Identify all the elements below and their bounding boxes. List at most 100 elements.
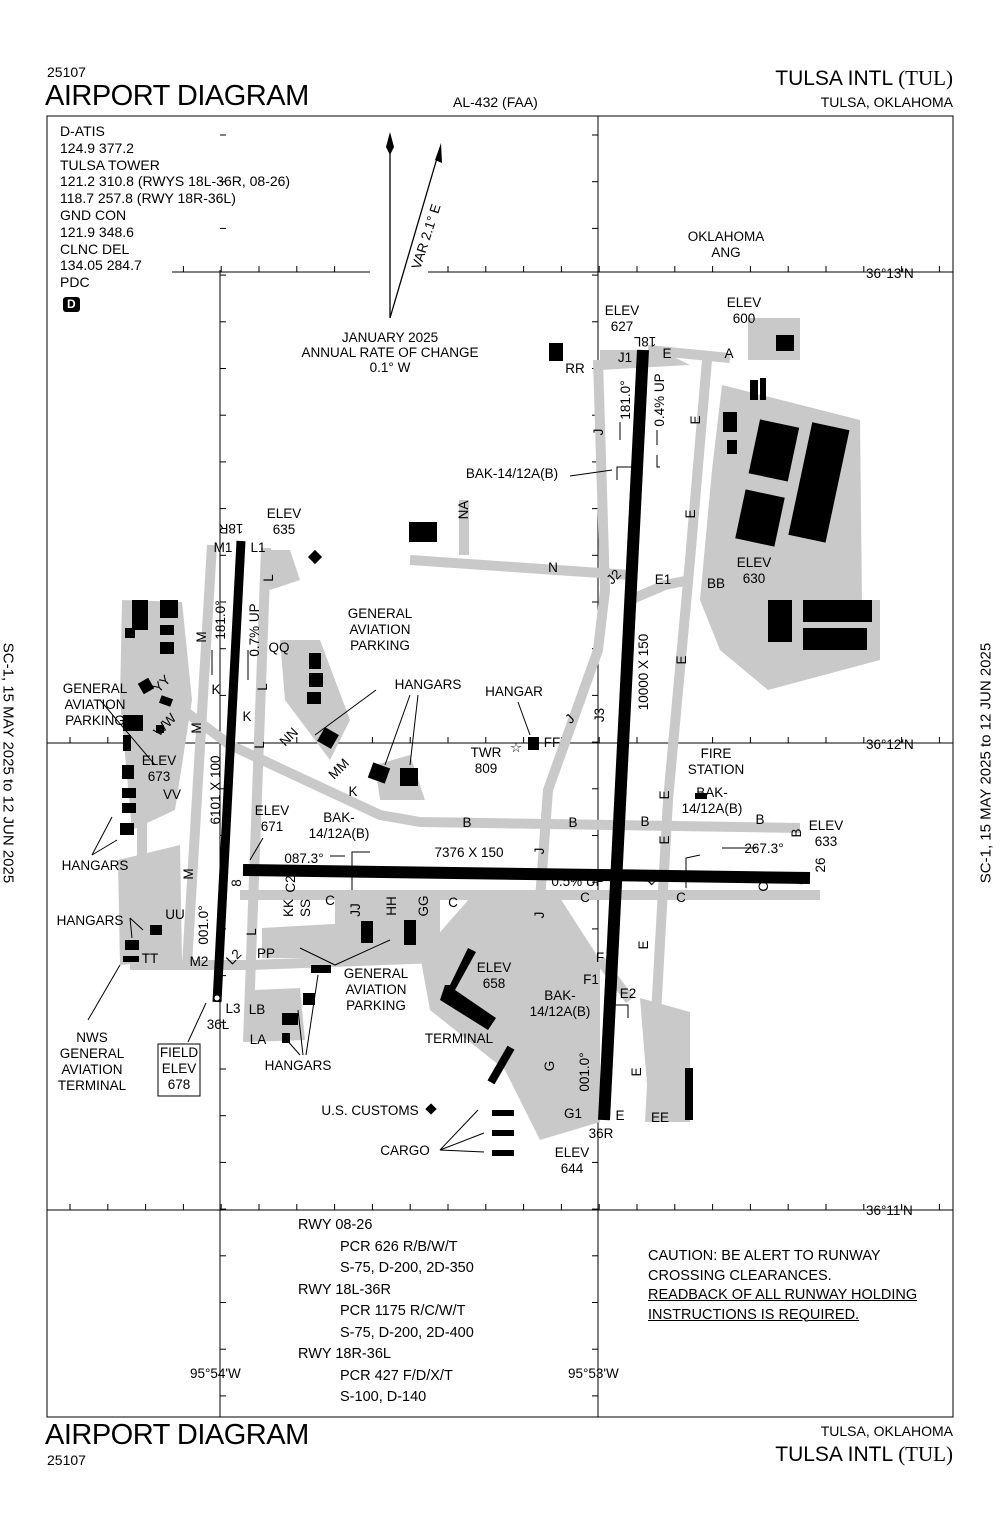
- grid-lines: [46, 115, 954, 1418]
- runway-end-light: [214, 995, 220, 1001]
- building: [123, 735, 131, 751]
- customs-building: [425, 1103, 437, 1115]
- pdc-badge-text: D: [63, 297, 80, 312]
- diagram-label: N: [548, 560, 558, 575]
- frequency-line: 124.9 377.2: [60, 139, 134, 156]
- diagram-label: PP: [257, 946, 275, 961]
- diagram-label: E2: [620, 986, 637, 1001]
- building: [685, 1068, 693, 1120]
- diagram-label: HANGARS: [265, 1058, 332, 1073]
- leader: [284, 1037, 301, 1056]
- building: [160, 625, 174, 635]
- runway-data-line: S-75, D-200, 2D-400: [340, 1324, 474, 1341]
- diagram-label: 18R: [218, 521, 243, 536]
- diagram-label: C: [448, 895, 458, 910]
- airport-id: (TUL): [898, 66, 953, 90]
- diagram-label: L: [244, 928, 259, 936]
- diagram-label: K: [242, 709, 251, 724]
- lat-label: 36°11'N: [866, 1203, 913, 1218]
- chart-number-footer: 25107: [47, 1452, 86, 1468]
- diagram-label: E: [657, 790, 672, 799]
- runway-data-line: S-100, D-140: [340, 1389, 427, 1405]
- building: [160, 600, 178, 618]
- diagram-label: C: [325, 893, 335, 908]
- building: [125, 940, 139, 950]
- diagram-label: CARGO: [380, 1143, 430, 1158]
- procedure-id: AL-432 (FAA): [453, 94, 538, 110]
- mag-rate-label: ANNUAL RATE OF CHANGE: [301, 345, 478, 360]
- building: [727, 440, 737, 454]
- building: [776, 335, 794, 351]
- building: [132, 600, 148, 630]
- diagram-label: E: [674, 655, 689, 664]
- diagram-label: NN: [277, 725, 301, 749]
- building: [361, 921, 373, 943]
- building: [123, 715, 143, 731]
- diagram-label: 181.0°: [618, 380, 633, 419]
- bak-symbol: [615, 1004, 629, 1018]
- diagram-label: LA: [250, 1032, 267, 1047]
- diagram-label: RR: [565, 361, 585, 376]
- diagram-label: K: [348, 784, 357, 799]
- frequency-line: 134.05 284.7: [60, 257, 142, 274]
- diagram-label: B: [755, 812, 764, 827]
- l1-apron: [262, 550, 300, 590]
- diagram-label: 36R: [589, 1126, 614, 1141]
- diagram-label: 267.3°: [744, 841, 783, 856]
- diagram-label: G1: [564, 1106, 582, 1121]
- magnetic-north-line: [389, 147, 441, 319]
- diagram-label: M1: [214, 540, 233, 555]
- true-north-arrow-icon: [386, 132, 394, 155]
- diagram-label: L: [252, 741, 267, 749]
- taxiway-l: [243, 547, 271, 1043]
- diagram-label: J1: [618, 350, 632, 365]
- leader-lines: [87, 422, 756, 1153]
- hangar-building: [528, 737, 539, 750]
- building: [122, 788, 136, 798]
- diagram-label: BB: [707, 576, 725, 591]
- airport-name: TULSA INTL: [775, 1443, 893, 1466]
- taxiway-j-g: [535, 359, 610, 1123]
- building: [404, 920, 416, 945]
- airport-name-footer: TULSA INTL (TUL): [775, 1442, 953, 1467]
- building: [158, 695, 174, 707]
- building: [307, 549, 323, 565]
- fire-station-building: [695, 793, 707, 799]
- building: [303, 993, 315, 1005]
- building: [760, 378, 766, 400]
- building: [317, 727, 339, 749]
- diagram-label: JJ: [348, 903, 363, 917]
- frequency-line: D-ATIS: [60, 123, 105, 139]
- diagram-label: M2: [190, 954, 209, 969]
- runway-data-title: RWY 08-26: [298, 1217, 373, 1233]
- diagram-label: 8: [229, 879, 244, 887]
- runway-data-line: PCR 626 R/B/W/T: [340, 1238, 458, 1255]
- frequency-line: 118.7 257.8 (RWY 18R-36L): [60, 190, 236, 207]
- diagram-label: B: [568, 815, 577, 830]
- building: [803, 628, 867, 650]
- la-apron: [245, 988, 305, 1042]
- chart-title: AIRPORT DIAGRAM: [45, 80, 309, 112]
- building: [367, 762, 391, 784]
- diagram-label: 001.0°: [196, 905, 211, 944]
- leader: [384, 694, 411, 766]
- caution-notice: CAUTION: BE ALERT TO RUNWAY CROSSING CLE…: [648, 1247, 917, 1325]
- runway-18r-36l: [212, 540, 246, 1003]
- diagram-label: 0.7% UP: [247, 603, 262, 656]
- leader: [91, 816, 113, 856]
- caution-line: CAUTION: BE ALERT TO RUNWAY: [648, 1248, 881, 1264]
- location-footer: TULSA, OKLAHOMA: [820, 1423, 953, 1439]
- leader: [439, 1109, 479, 1151]
- building: [137, 677, 155, 695]
- diagram-label: E: [662, 346, 671, 361]
- diagram-label: J: [591, 429, 606, 436]
- building: [748, 419, 800, 482]
- diagram-label: 7376 X 150: [434, 845, 503, 860]
- building: [156, 725, 164, 733]
